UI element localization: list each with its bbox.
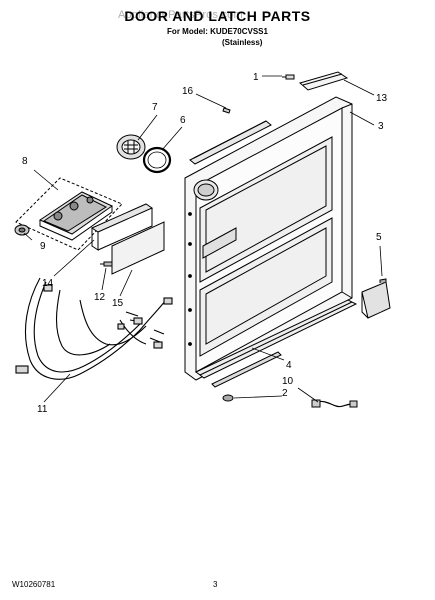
wire-harness[interactable] xyxy=(15,277,173,380)
callout-1: 1 xyxy=(253,72,259,83)
side-bracket[interactable] xyxy=(361,278,391,319)
vent-strip[interactable] xyxy=(189,120,272,165)
page-title: DOOR AND LATCH PARTS xyxy=(124,8,311,24)
document-number: W10260781 xyxy=(12,580,56,589)
ground-cable[interactable] xyxy=(311,399,358,408)
screw-part-12[interactable] xyxy=(100,261,113,267)
model-line: For Model: KUDE70CVSS1 xyxy=(167,27,268,36)
control-cover-plate[interactable] xyxy=(90,203,154,251)
callout-14: 14 xyxy=(42,278,54,289)
callout-2: 2 xyxy=(282,388,288,399)
callout-16: 16 xyxy=(182,86,194,97)
inner-door-panel[interactable] xyxy=(184,96,353,381)
screw-part-2[interactable] xyxy=(222,394,234,402)
callout-10: 10 xyxy=(282,376,294,387)
bottom-trim-strip[interactable] xyxy=(195,299,358,379)
callout-15: 15 xyxy=(112,298,124,309)
callout-9: 9 xyxy=(40,241,46,252)
screw-part-1[interactable] xyxy=(282,74,295,80)
finish-label: (Stainless) xyxy=(222,38,263,47)
callout-8: 8 xyxy=(22,156,28,167)
callout-7: 7 xyxy=(152,102,158,113)
control-group-outline xyxy=(15,177,123,251)
door-latch[interactable] xyxy=(14,224,30,236)
page-number: 3 xyxy=(213,580,218,589)
leader-lines xyxy=(23,75,383,403)
callout-6: 6 xyxy=(180,115,186,126)
callout-labels: 1 2 3 4 5 6 7 8 9 10 11 12 13 14 15 16 xyxy=(22,72,388,415)
control-module[interactable] xyxy=(38,191,113,241)
callout-12: 12 xyxy=(94,292,106,303)
vent-gasket[interactable] xyxy=(142,146,172,174)
watermark: AppliancePartsPros.com xyxy=(118,9,243,21)
callout-4: 4 xyxy=(286,360,292,371)
vent-cover[interactable] xyxy=(116,134,146,160)
callout-13: 13 xyxy=(376,93,388,104)
top-trim-strip[interactable] xyxy=(298,71,349,91)
screw-part-16[interactable] xyxy=(222,107,231,114)
callout-11: 11 xyxy=(37,404,48,415)
callout-3: 3 xyxy=(378,121,384,132)
bottom-rod[interactable] xyxy=(211,351,282,388)
callout-5: 5 xyxy=(376,232,382,243)
insulation-pad[interactable] xyxy=(111,221,165,275)
